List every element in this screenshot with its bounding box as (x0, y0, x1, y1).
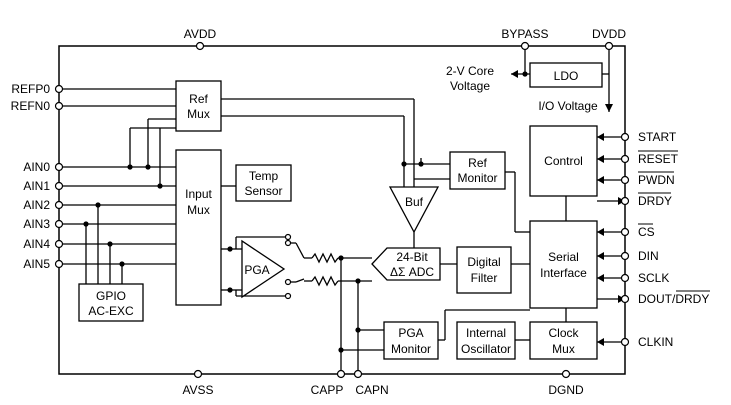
junctions (83, 71, 528, 353)
pin-label-din: DIN (638, 249, 659, 263)
ref-mux-label-1: Ref (189, 92, 208, 106)
io-voltage-label: I/O Voltage (538, 99, 598, 113)
adc-label-1: 24-Bit (396, 250, 428, 264)
internal-oscillator-label-2: Oscillator (461, 342, 511, 356)
pga-label: PGA (244, 263, 269, 277)
pga-monitor-block: PGA Monitor (383, 321, 439, 360)
pin-label-dout-prefix: DOUT/ (638, 292, 676, 306)
core-voltage-label-2: Voltage (450, 79, 490, 93)
pga-block: PGA (241, 239, 286, 299)
switch-contacts (284, 233, 292, 300)
ref-monitor-label-1: Ref (468, 156, 487, 170)
ldo-label: LDO (554, 69, 579, 83)
pga-monitor-label-1: PGA (398, 326, 423, 340)
temp-sensor-label-1: Temp (249, 169, 279, 183)
internal-oscillator-block: Internal Oscillator (456, 321, 516, 360)
control-label: Control (544, 154, 583, 168)
pin-label-dout-drdy-suffix: DRDY (675, 292, 709, 306)
buf-block: Buf (388, 186, 440, 234)
pin-label-capp: CAPP (311, 383, 344, 397)
temp-sensor-label-2: Sensor (244, 184, 282, 198)
digital-filter-label-1: Digital (467, 255, 500, 269)
pga-monitor-label-2: Monitor (391, 342, 431, 356)
digital-filter-block: Digital Filter (456, 246, 512, 294)
adc-block: 24-Bit ΔΣ ADC (371, 247, 441, 281)
pin-label-clkin: CLKIN (638, 335, 673, 349)
control-block: Control (529, 125, 598, 197)
buf-label: Buf (405, 195, 424, 209)
pin-label-refp0: REFP0 (11, 82, 50, 96)
gpio-block: GPIO AC-EXC (78, 283, 144, 322)
pin-label-dgnd: DGND (548, 383, 584, 397)
ref-mux-block: Ref Mux (175, 80, 222, 132)
pin-label-cs: CS (638, 225, 655, 239)
pin-label-bypass: BYPASS (501, 27, 548, 41)
pin-label-sclk: SCLK (638, 271, 669, 285)
pin-label-ain4: AIN4 (23, 237, 50, 251)
gpio-label-1: GPIO (96, 289, 126, 303)
internal-oscillator-label-1: Internal (466, 326, 506, 340)
clock-mux-label-1: Clock (548, 326, 579, 340)
pin-label-avdd: AVDD (184, 27, 217, 41)
pin-label-pwdn: PWDN (638, 173, 675, 187)
pin-label-reset: RESET (638, 152, 679, 166)
pin-label-avss: AVSS (182, 383, 213, 397)
input-mux-block: Input Mux (175, 149, 222, 306)
pin-label-ain2: AIN2 (23, 198, 50, 212)
serial-interface-label-1: Serial (548, 250, 579, 264)
pin-label-dvdd: DVDD (592, 27, 626, 41)
pin-label-dout-drdy: DOUT/DRDY (638, 292, 709, 306)
pin-label-ain0: AIN0 (23, 160, 50, 174)
pin-label-ain5: AIN5 (23, 257, 50, 271)
pins (54, 41, 630, 379)
temp-sensor-block: Temp Sensor (235, 164, 292, 202)
serial-interface-block: Serial Interface (529, 220, 598, 309)
clock-mux-block: Clock Mux (529, 321, 598, 360)
pin-label-drdy: DRDY (638, 194, 672, 208)
digital-filter-label-2: Filter (471, 271, 498, 285)
clock-mux-label-2: Mux (552, 342, 575, 356)
gpio-label-2: AC-EXC (88, 304, 134, 318)
input-mux-label-1: Input (185, 187, 212, 201)
ref-monitor-block: Ref Monitor (449, 151, 506, 190)
pin-label-refn0: REFN0 (11, 99, 51, 113)
ldo-block: LDO (529, 62, 603, 88)
core-voltage-label-1: 2-V Core (446, 64, 494, 78)
ref-mux-label-2: Mux (187, 107, 210, 121)
pin-label-ain3: AIN3 (23, 217, 50, 231)
adc-label-2: ΔΣ ADC (390, 265, 434, 279)
input-mux-label-2: Mux (187, 203, 210, 217)
pin-label-start: START (638, 130, 677, 144)
serial-interface-label-2: Interface (540, 266, 587, 280)
pin-label-ain1: AIN1 (23, 179, 50, 193)
ref-monitor-label-2: Monitor (457, 171, 497, 185)
pin-label-capn: CAPN (355, 383, 388, 397)
